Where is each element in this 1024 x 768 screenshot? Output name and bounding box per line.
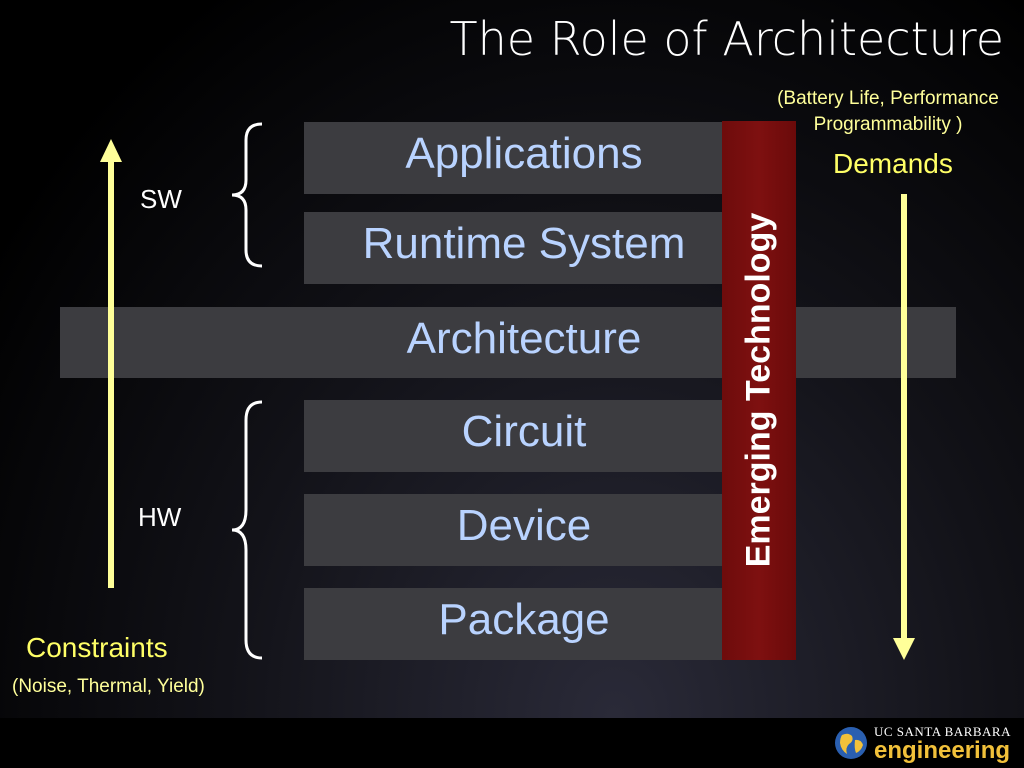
sw-label: SW [140,184,182,214]
layer-package-label: Package [438,595,610,644]
sw-brace [231,122,263,268]
demands-label: Demands [833,148,953,179]
globe-icon [835,727,867,759]
logo-line2: engineering [874,737,1011,764]
constraints-arrow-head [100,139,122,162]
demands-note: (Battery Life, Performance Programmabili… [750,86,1024,138]
hw-brace [231,400,263,660]
ucsb-engineering-logo: UC SANTA BARBARA engineering [834,724,1020,764]
layer-device-label: Device [456,501,592,550]
layer-applications: Applications [304,122,724,194]
layer-circuit: Circuit [304,400,724,472]
demands-arrow-head [893,638,915,660]
demands-note-line2: Programmability ) [813,114,963,135]
layer-package: Package [304,588,724,660]
constraints-note: (Noise, Thermal, Yield) [12,676,205,697]
constraints-label: Constraints [26,632,168,663]
layer-runtime-system: Runtime System [304,212,724,284]
layer-device: Device [304,494,724,566]
architecture-band [60,307,956,378]
layer-architecture: Architecture [304,307,724,378]
layer-applications-label: Applications [405,129,643,178]
diagram-overlay [100,122,915,660]
hw-label: HW [138,502,182,532]
layer-runtime-system-label: Runtime System [362,219,686,268]
logo-line1: UC SANTA BARBARA [874,724,1011,739]
layer-architecture-label: Architecture [406,313,642,363]
slide-title: The Role of Architecture [449,12,1005,66]
layer-circuit-label: Circuit [461,407,587,456]
emerging-technology-bar [722,121,796,660]
demands-note-line1: (Battery Life, Performance [777,88,999,109]
